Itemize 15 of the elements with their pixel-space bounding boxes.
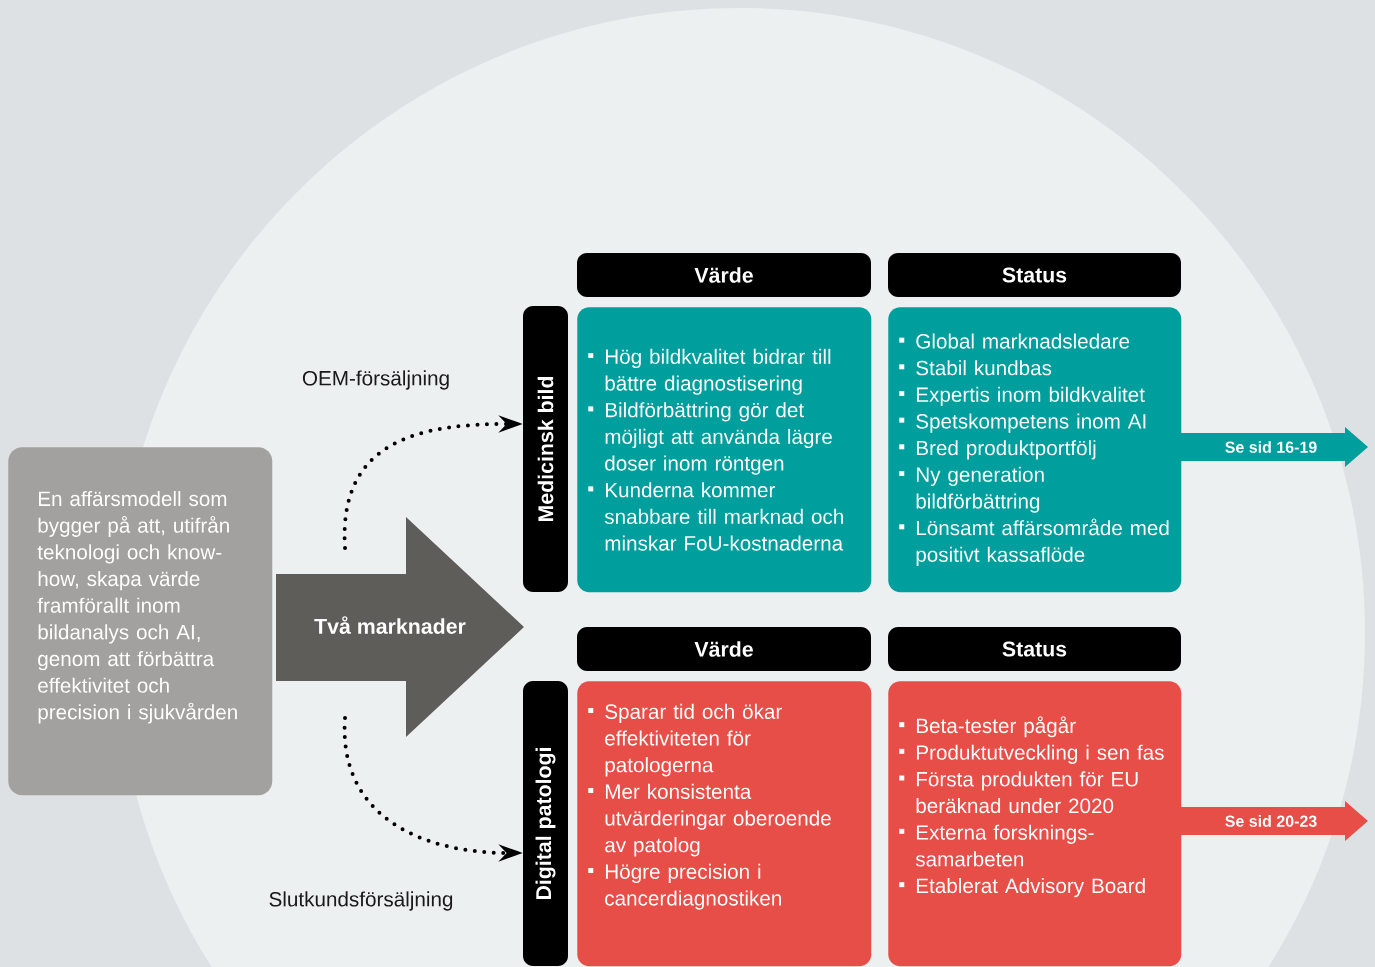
node-label: Se sid 16-19 (1225, 441, 1317, 453)
node-label: Se sid 20-23 (1225, 815, 1317, 827)
bullet-list-box: Global marknadsledare Stabil kundbas Expertis inom bildkvalitet Spetskompetens inom AI Bred produktportfölj Ny generation bildförbättring Lönsamt affärsområde med positivt kassaflöde (888, 307, 1182, 593)
bullet-list-box: Hög bildkvalitet bidrar till bättre diagnostisering Bildförbättring gör det möjligt att använda lägre doser inom röntgen Kunderna kommer snabbare till marknad och minskar FoU-kostnaderna (577, 307, 872, 593)
side-label-bar: Digital patologi (523, 681, 568, 966)
text-box: En affärsmodell som bygger på att, utifrån teknologi och know-how, skapa värde framförallt inom bildanalys och AI, genom att förbättra effektivitet och precision i sjukvården (8, 447, 273, 796)
bullet-list-box: Beta-tester pågår Produktutveckling i sen fas Första produkten för EU beräknad under 2020 Externa forsknings-samarbeten Etablerat Advisory Board (888, 681, 1182, 967)
edge-label: OEM-försäljning (302, 370, 449, 390)
column-header: Status (888, 253, 1181, 297)
side-label-bar: Medicinsk bild (523, 306, 568, 592)
column-header: Värde (577, 627, 871, 671)
bullet-list-box: Sparar tid och ökar effektiviteten för patologerna Mer konsistenta utvärderingar oberoende av patolog Högre precision i cancerdiagnostiken (577, 681, 872, 967)
column-header: Status (888, 627, 1181, 671)
column-header: Värde (577, 253, 871, 297)
edge-label: Slutkundsförsäljning (269, 891, 453, 911)
